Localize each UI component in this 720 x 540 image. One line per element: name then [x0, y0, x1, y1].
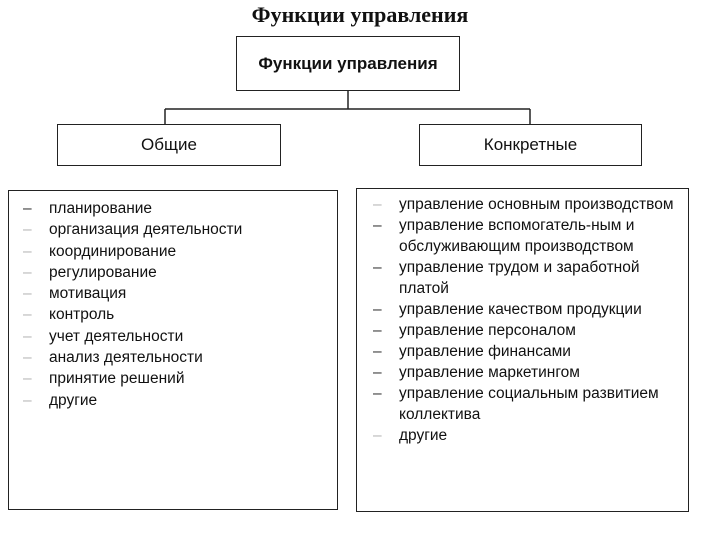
- list-item-text: управление вспомогатель-ным и обслуживаю…: [399, 217, 635, 255]
- dash-marker: –: [373, 322, 382, 339]
- list-item-text: другие: [399, 427, 448, 444]
- list-item-text: другие: [49, 391, 98, 409]
- list-item: –учет деятельности: [23, 326, 337, 347]
- list-item: –планирование: [23, 198, 337, 219]
- list-item-text: учет деятельности: [49, 327, 184, 345]
- dash-marker: –: [23, 370, 32, 388]
- list-item: –регулирование: [23, 262, 337, 283]
- dash-marker: –: [373, 343, 382, 360]
- dash-marker: –: [373, 364, 382, 381]
- dash-marker: –: [373, 427, 382, 444]
- page-title: Функции управления: [251, 2, 469, 27]
- list-item: –управление маркетингом: [373, 362, 688, 383]
- list-item-text: управление персоналом: [399, 322, 576, 339]
- root-node-label: Функции управления: [258, 53, 438, 73]
- list-item: –контроль: [23, 304, 337, 325]
- list-item-text: управление качеством продукции: [399, 301, 642, 318]
- dash-marker: –: [373, 217, 382, 234]
- list-item: –мотивация: [23, 283, 337, 304]
- list-item: –координирование: [23, 241, 337, 262]
- general-functions-list: –планирование –организация деятельности …: [9, 191, 337, 411]
- dash-marker: –: [23, 327, 32, 345]
- dash-marker: –: [373, 301, 382, 318]
- list-item: –управление финансами: [373, 341, 688, 362]
- list-item-text: анализ деятельности: [49, 349, 203, 367]
- list-item: –анализ деятельности: [23, 347, 337, 368]
- list-item-text: контроль: [49, 306, 115, 324]
- dash-marker: –: [23, 285, 32, 303]
- list-item: –организация деятельности: [23, 219, 337, 240]
- category-specific-box: Конкретные: [419, 124, 642, 166]
- specific-functions-list: –управление основным производством –упра…: [357, 189, 688, 446]
- dash-marker: –: [373, 259, 382, 276]
- list-item: –другие: [23, 390, 337, 411]
- dash-marker: –: [373, 385, 382, 402]
- category-general-box: Общие: [57, 124, 281, 166]
- list-item-text: управление финансами: [399, 343, 571, 360]
- list-item: –управление социальным развитием коллект…: [373, 383, 688, 425]
- dash-marker: –: [23, 200, 32, 217]
- list-item: –другие: [373, 425, 688, 446]
- dash-marker: –: [23, 221, 32, 239]
- dash-marker: –: [23, 306, 32, 324]
- list-item: –управление вспомогатель-ным и обслужива…: [373, 215, 688, 257]
- list-item-text: управление маркетингом: [399, 364, 580, 381]
- root-node-box: Функции управления: [236, 36, 460, 91]
- list-item-text: управление основным производством: [399, 196, 674, 213]
- category-specific-label: Конкретные: [483, 135, 578, 154]
- list-item: –управление персоналом: [373, 320, 688, 341]
- list-item: –управление качеством продукции: [373, 299, 688, 320]
- dash-marker: –: [373, 196, 382, 213]
- list-item: –принятие решений: [23, 368, 337, 389]
- list-item-text: организация деятельности: [49, 221, 243, 239]
- list-item-text: принятие решений: [49, 370, 185, 388]
- list-item-text: регулирование: [49, 263, 157, 281]
- list-item: –управление трудом и заработной платой: [373, 257, 688, 299]
- general-functions-list-box: –планирование –организация деятельности …: [8, 190, 338, 510]
- list-item-text: планирование: [49, 200, 153, 217]
- list-item-text: управление трудом и заработной платой: [399, 259, 640, 297]
- dash-marker: –: [23, 242, 32, 260]
- list-item-text: координирование: [49, 242, 177, 260]
- list-item-text: мотивация: [49, 285, 127, 303]
- category-general-label: Общие: [141, 135, 197, 154]
- list-item-text: управление социальным развитием коллекти…: [399, 385, 659, 423]
- dash-marker: –: [23, 391, 32, 409]
- dash-marker: –: [23, 349, 32, 367]
- specific-functions-list-box: –управление основным производством –упра…: [356, 188, 689, 512]
- list-item: –управление основным производством: [373, 194, 688, 215]
- dash-marker: –: [23, 263, 32, 281]
